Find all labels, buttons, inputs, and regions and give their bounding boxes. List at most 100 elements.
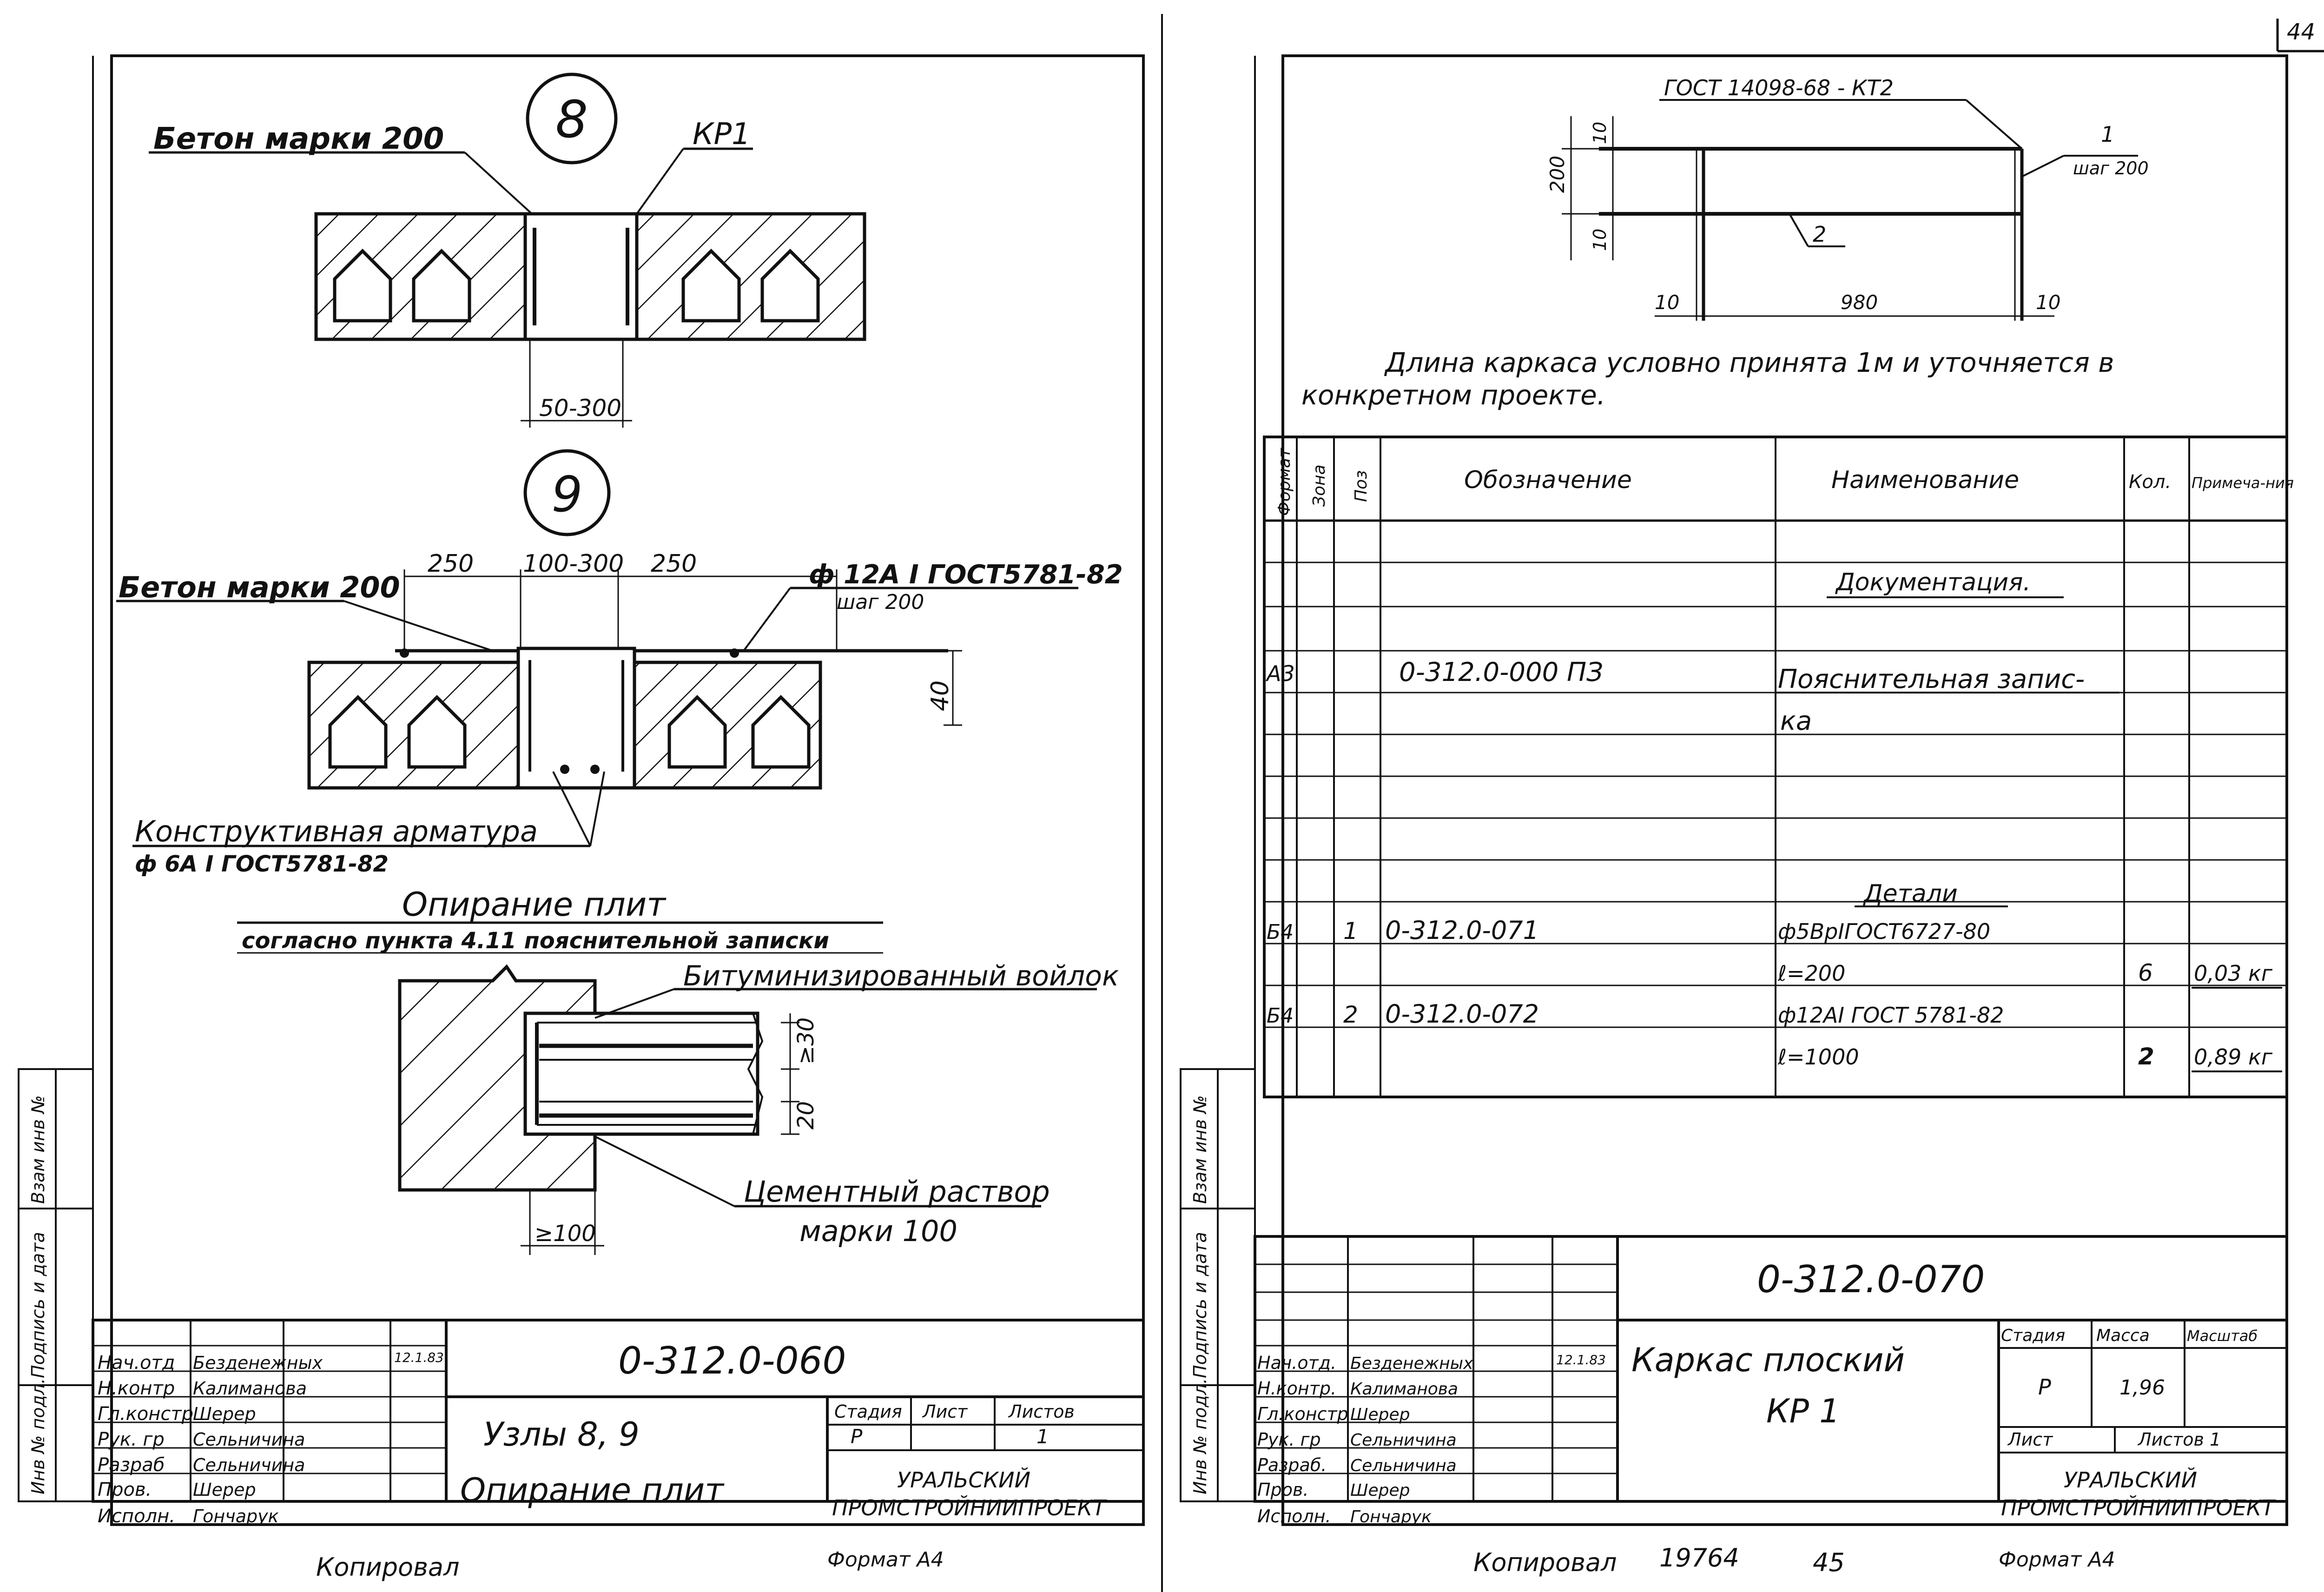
left-date: 12.1.83	[394, 1350, 444, 1365]
right-role-1: Н.контр.	[1257, 1378, 1336, 1399]
left-org-1: УРАЛЬСКИЙ	[897, 1467, 1030, 1493]
left-name-5: Шерер	[193, 1480, 256, 1500]
spec-row-10-pos: 2	[1343, 1001, 1358, 1028]
support-subtitle: согласно пункта 4.11 пояснительной запис…	[242, 928, 829, 954]
spec-header-qty: Кол.	[2129, 471, 2171, 493]
node-9-rebar-step: шаг 200	[837, 590, 924, 614]
right-org-2: ПРОМСТРОЙНИИПРОЕКТ	[2001, 1495, 2276, 1520]
spec-row-11-name: ℓ=1000	[1777, 1044, 1859, 1070]
right-side-stamp: Инв № подл. Подпись и дата Взам инв №	[1180, 1068, 1256, 1502]
spec-row-7-name: Детали	[1863, 880, 1958, 908]
right-frame	[1281, 54, 2288, 1526]
support-felt-label: Битуминизированный войлок	[683, 960, 1119, 992]
spec-header-name: Наименование	[1831, 466, 2019, 494]
right-name-2: Шерер	[1350, 1405, 1410, 1424]
node-9-number: 9	[552, 466, 583, 523]
node-9-constr-rebar-spec: ф 6А I ГОСТ5781-82	[135, 851, 389, 877]
left-stage: Р	[851, 1425, 863, 1448]
node-8-frame-label: КР1	[693, 117, 751, 152]
right-role-6: Исполн.	[1257, 1506, 1331, 1526]
node-8-gap-dim: 50-300	[539, 395, 621, 422]
right-title-block: 0-312.0-070 Нач.отд. Н.контр. Гл.констр …	[1254, 1235, 2288, 1526]
left-name-3: Сельничина	[193, 1429, 305, 1450]
right-mass-header: Масса	[2096, 1326, 2150, 1345]
dim-span: 980	[1841, 291, 1878, 314]
right-role-5: Пров.	[1257, 1480, 1308, 1500]
right-doc-code: 0-312.0-070	[1757, 1258, 1985, 1301]
spec-row-3-name: Пояснительная запис-	[1778, 664, 2085, 694]
right-stamp-inv: Инв № подл.	[1190, 1378, 1210, 1494]
spec-header-format: Формат	[1275, 448, 1294, 516]
right-sheets-header: Листов 1	[2137, 1429, 2221, 1450]
node-8-circle	[526, 73, 618, 165]
right-name-6: Гончарук	[1350, 1507, 1432, 1526]
page-corner: 44	[2276, 19, 2324, 53]
left-role-1: Н.контр	[98, 1378, 175, 1399]
right-org-1: УРАЛЬСКИЙ	[2064, 1467, 2197, 1493]
right-name-0: Безденежных	[1350, 1354, 1473, 1373]
left-stage-header: Стадия	[834, 1401, 902, 1422]
support-dim-30: ≥30	[793, 1017, 819, 1064]
node-8-concrete-label: Бетон марки 200	[153, 122, 444, 156]
left-doc-code: 0-312.0-060	[618, 1339, 846, 1382]
node-9-rebar-label: ф 12А I ГОСТ5781-82	[809, 560, 1123, 590]
left-format: Формат А4	[827, 1548, 944, 1572]
left-title-1: Узлы 8, 9	[483, 1415, 640, 1453]
left-org-2: ПРОМСТРОЙНИИПРОЕКТ	[832, 1495, 1107, 1520]
support-mortar-label: Цементный раствор	[744, 1175, 1050, 1209]
dim-10-top: 10	[1590, 122, 1610, 144]
spec-row-10-format: Б4	[1267, 1004, 1294, 1028]
right-page-number: 45	[1813, 1548, 1845, 1577]
spec-row-11-note: 0,89 кг	[2194, 1044, 2273, 1070]
node-8-number: 8	[555, 90, 588, 149]
right-role-3: Рук. гр	[1257, 1429, 1321, 1450]
page-corner-number: 44	[2287, 19, 2315, 45]
note-line-2: конкретном проекте.	[1301, 379, 1605, 411]
left-name-0: Безденежных	[193, 1353, 323, 1373]
dim-200: 200	[1546, 156, 1569, 193]
spec-row-11-qty: 2	[2138, 1043, 2154, 1070]
left-name-2: Шерер	[193, 1404, 256, 1424]
spec-row-1-name: Документация.	[1835, 568, 2031, 596]
left-stamp-replace: Взам инв №	[28, 1095, 48, 1204]
spec-row-8-name: ф5ВрIГОСТ6727-80	[1778, 919, 1990, 944]
left-title-block: 0-312.0-060 Нач.отд Н.контр Гл.констр Ру…	[92, 1319, 1145, 1527]
pos1: 1	[2101, 122, 2114, 147]
right-stage: Р	[2038, 1374, 2051, 1400]
right-name-4: Сельничина	[1350, 1456, 1457, 1475]
left-name-6: Гончарук	[193, 1506, 279, 1526]
dim-left: 10	[1655, 291, 1679, 314]
spec-header-designation: Обозначение	[1464, 466, 1632, 494]
spec-row-10-name: ф12АI ГОСТ 5781-82	[1778, 1003, 2004, 1028]
left-role-5: Пров.	[98, 1479, 152, 1500]
left-role-4: Разраб	[98, 1454, 165, 1476]
left-copied-by: Копировал	[316, 1552, 460, 1582]
right-title-2: КР 1	[1766, 1392, 1840, 1430]
right-sheet-header: Лист	[2007, 1429, 2053, 1450]
dim-right: 10	[2036, 291, 2060, 314]
left-sheet-header: Лист	[922, 1401, 968, 1422]
pos1-step: шаг 200	[2073, 158, 2149, 178]
right-scale-header: Масштаб	[2187, 1327, 2258, 1345]
node-9-dim-left: 250	[428, 550, 474, 578]
right-stamp-replace: Взам инв №	[1190, 1095, 1210, 1204]
spec-row-9-name: ℓ=200	[1777, 961, 1845, 986]
left-side-stamp: Инв № подл. Подпись и дата Взам инв №	[18, 1068, 94, 1502]
left-role-3: Рук. гр	[98, 1429, 165, 1450]
left-role-6: Исполн.	[98, 1506, 175, 1527]
support-dim-20: 20	[793, 1101, 819, 1130]
spec-row-10-designation: 0-312.0-072	[1385, 999, 1539, 1029]
right-stamp-sign: Подпись и дата	[1190, 1232, 1210, 1378]
right-format: Формат А4	[1999, 1548, 2115, 1572]
spec-row-8-designation: 0-312.0-071	[1385, 916, 1539, 945]
spec-row-3-format: А3	[1265, 661, 1295, 686]
pos2: 2	[1813, 222, 1826, 247]
node-9-dim-right: 250	[651, 550, 697, 578]
right-date: 12.1.83	[1556, 1352, 1606, 1367]
right-role-2: Гл.констр	[1257, 1404, 1348, 1424]
gost-label: ГОСТ 14098-68 - КТ2	[1664, 75, 1894, 100]
frame-kr1-drawing: ГОСТ 14098-68 - КТ2 1 шаг 200 2 200 1	[1546, 75, 2149, 321]
left-title-2: Опирание плит	[460, 1471, 725, 1509]
spec-header-pos: Поз	[1352, 470, 1371, 502]
left-role-0: Нач.отд	[98, 1352, 175, 1374]
